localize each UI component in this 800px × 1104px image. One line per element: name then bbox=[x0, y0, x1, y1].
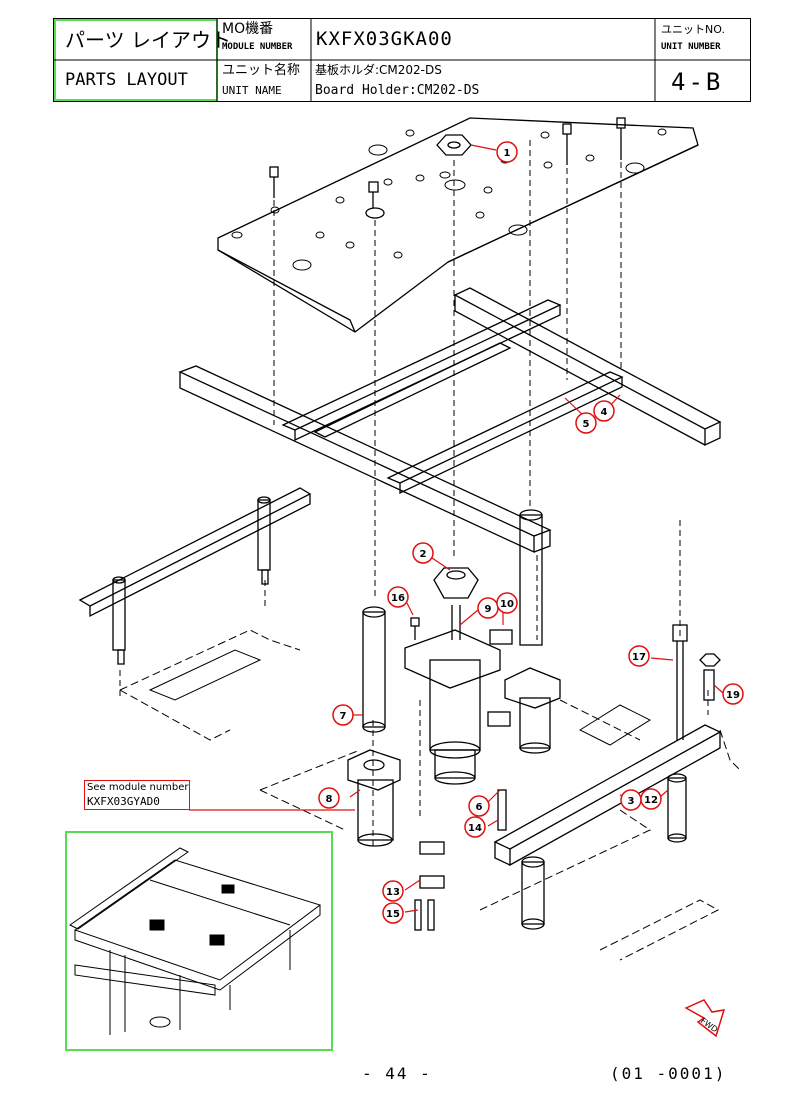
title-en: PARTS LAYOUT bbox=[65, 70, 188, 90]
callouts: 1 2 3 4 5 6 7 8 9 10 12 13 14 15 16 17 1… bbox=[318, 141, 744, 924]
see-module-box: See module number KXFX03GYAD0 bbox=[84, 780, 190, 810]
callout-10: 10 bbox=[496, 592, 518, 614]
callout-12-label: 12 bbox=[644, 795, 658, 806]
bottom-right-outline bbox=[578, 704, 741, 961]
part-7-column bbox=[362, 606, 386, 733]
lower-column bbox=[521, 856, 545, 930]
part-17-long-bolt bbox=[672, 624, 688, 740]
title-jp: パーツ レイアウト bbox=[65, 28, 231, 52]
part-19-spring bbox=[699, 653, 721, 701]
module-label-en: MODULE NUMBER bbox=[222, 42, 293, 52]
callout-7: 7 bbox=[332, 704, 354, 726]
title-block-grid bbox=[53, 18, 751, 102]
assembled-view-frame bbox=[65, 831, 333, 1051]
assembled-view-drawing bbox=[69, 847, 322, 1035]
center-dashed-plate bbox=[259, 699, 652, 911]
part-8-block bbox=[347, 749, 401, 847]
top-bolts bbox=[269, 117, 626, 219]
part-12-spacer bbox=[667, 773, 687, 843]
unit-name-label-en: UNIT NAME bbox=[222, 84, 282, 97]
part-9-cylinder bbox=[404, 605, 501, 785]
callout-9-label: 9 bbox=[485, 604, 492, 615]
callout-1: 1 bbox=[496, 141, 518, 163]
part-2-nut bbox=[433, 567, 479, 599]
callout-14: 14 bbox=[464, 816, 486, 838]
callout-1-label: 1 bbox=[504, 148, 511, 159]
callout-8-label: 8 bbox=[326, 794, 333, 805]
left-dashed-plate bbox=[119, 629, 301, 741]
callout-17-label: 17 bbox=[632, 652, 646, 663]
callout-2: 2 bbox=[412, 542, 434, 564]
unit-name-label-jp: ユニット名称 bbox=[222, 63, 301, 78]
callout-7-label: 7 bbox=[340, 711, 347, 722]
callout-8: 8 bbox=[318, 787, 340, 809]
frame-bars bbox=[178, 287, 722, 554]
part-16-screw bbox=[410, 617, 420, 640]
callout-4-label: 4 bbox=[601, 407, 608, 418]
left-side-bar bbox=[78, 487, 312, 665]
callout-13: 13 bbox=[382, 880, 404, 902]
right-column bbox=[504, 509, 561, 754]
fwd-arrow-icon: FWD bbox=[684, 999, 726, 1038]
top-plate-holes bbox=[231, 128, 667, 271]
callout-6: 6 bbox=[468, 795, 490, 817]
title-block: パーツ レイアウト PARTS LAYOUT MO機番 MODULE NUMBE… bbox=[53, 18, 751, 102]
callout-12: 12 bbox=[640, 788, 662, 810]
callout-5-label: 5 bbox=[583, 419, 590, 430]
callout-10-label: 10 bbox=[500, 599, 514, 610]
module-number-value: KXFX03GKA00 bbox=[316, 28, 453, 50]
callout-3: 3 bbox=[620, 789, 642, 811]
callout-16-label: 16 bbox=[391, 593, 405, 604]
callout-19-label: 19 bbox=[726, 690, 740, 701]
part-10-fittings bbox=[487, 629, 513, 727]
callout-2-label: 2 bbox=[420, 549, 427, 560]
callout-5: 5 bbox=[575, 412, 597, 434]
callout-14-label: 14 bbox=[468, 823, 482, 834]
see-module-label: See module number bbox=[87, 782, 189, 793]
unit-number-label-en: UNIT NUMBER bbox=[661, 42, 721, 52]
part-1-hex-nut bbox=[436, 134, 472, 156]
callout-15-label: 15 bbox=[386, 909, 400, 920]
module-label-jp: MO機番 bbox=[222, 21, 274, 37]
unit-name-value-jp: 基板ホルダ:CM202-DS bbox=[315, 63, 442, 77]
callout-13-label: 13 bbox=[386, 887, 400, 898]
callout-4: 4 bbox=[593, 400, 615, 422]
part-3-bar bbox=[493, 724, 722, 867]
top-plate bbox=[217, 117, 699, 333]
see-module-number: KXFX03GYAD0 bbox=[87, 795, 160, 808]
unit-name-value-en: Board Holder:CM202-DS bbox=[315, 83, 480, 98]
alignment-lines bbox=[119, 140, 709, 850]
callout-3-label: 3 bbox=[628, 796, 635, 807]
page-number: - 44 - bbox=[362, 1064, 432, 1083]
callout-9: 9 bbox=[477, 597, 499, 619]
callout-16: 16 bbox=[387, 586, 409, 608]
document-code: (01 -0001) bbox=[610, 1064, 727, 1083]
unit-number-value: 4-B bbox=[671, 68, 724, 96]
callout-17: 17 bbox=[628, 645, 650, 667]
callout-15: 15 bbox=[382, 902, 404, 924]
callout-6-label: 6 bbox=[476, 802, 483, 813]
callout-19: 19 bbox=[722, 683, 744, 705]
parts-13-14-15 bbox=[414, 789, 507, 931]
unit-number-label-jp: ユニットNO. bbox=[661, 23, 725, 36]
